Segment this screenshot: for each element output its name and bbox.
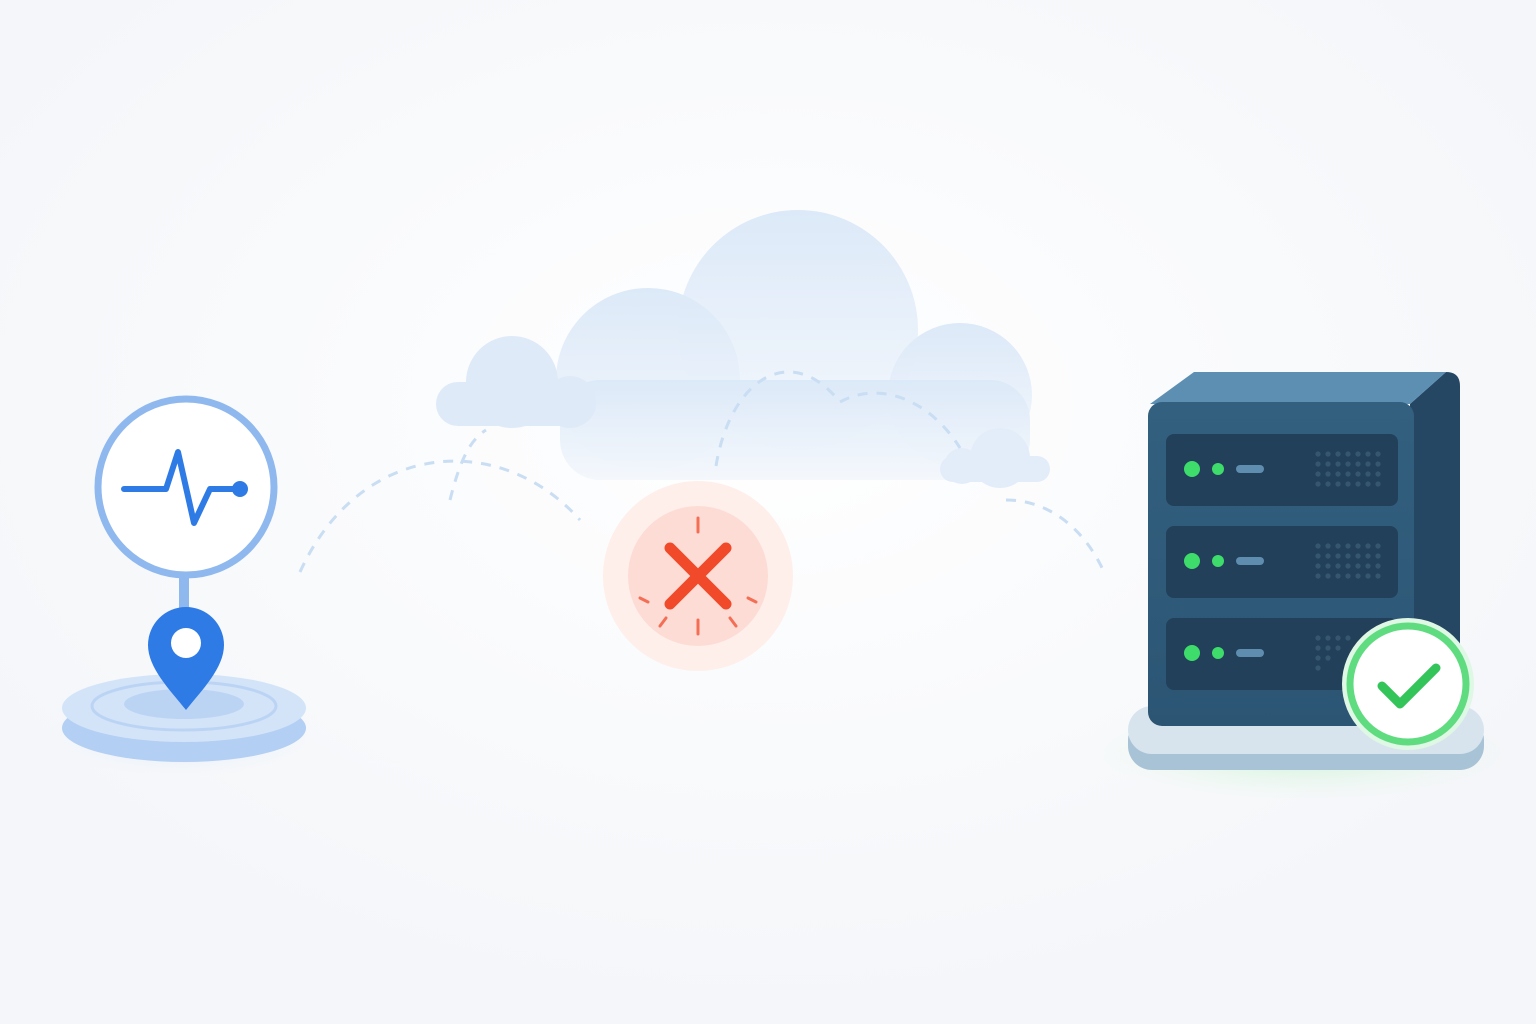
source-platform [44, 674, 324, 776]
status-led-icon [1184, 553, 1200, 569]
cloud-icon [556, 210, 1032, 480]
location-pin-icon [148, 607, 224, 710]
status-led-icon [1212, 647, 1224, 659]
checkmark-icon [1342, 618, 1474, 750]
cloud-icon [940, 428, 1050, 488]
error-x-icon [603, 481, 793, 671]
status-led-icon [1212, 463, 1224, 475]
cloud-icon [436, 336, 596, 428]
source-stem [179, 570, 189, 616]
server-unit [1166, 434, 1398, 506]
server-unit [1166, 618, 1398, 690]
status-led-icon [1184, 645, 1200, 661]
server-unit [1166, 526, 1398, 598]
status-led-icon [1212, 555, 1224, 567]
server-rack-icon [1148, 372, 1460, 726]
activity-monitor-icon [94, 395, 278, 579]
status-led-icon [1184, 461, 1200, 477]
connection-arcs [298, 370, 1106, 573]
